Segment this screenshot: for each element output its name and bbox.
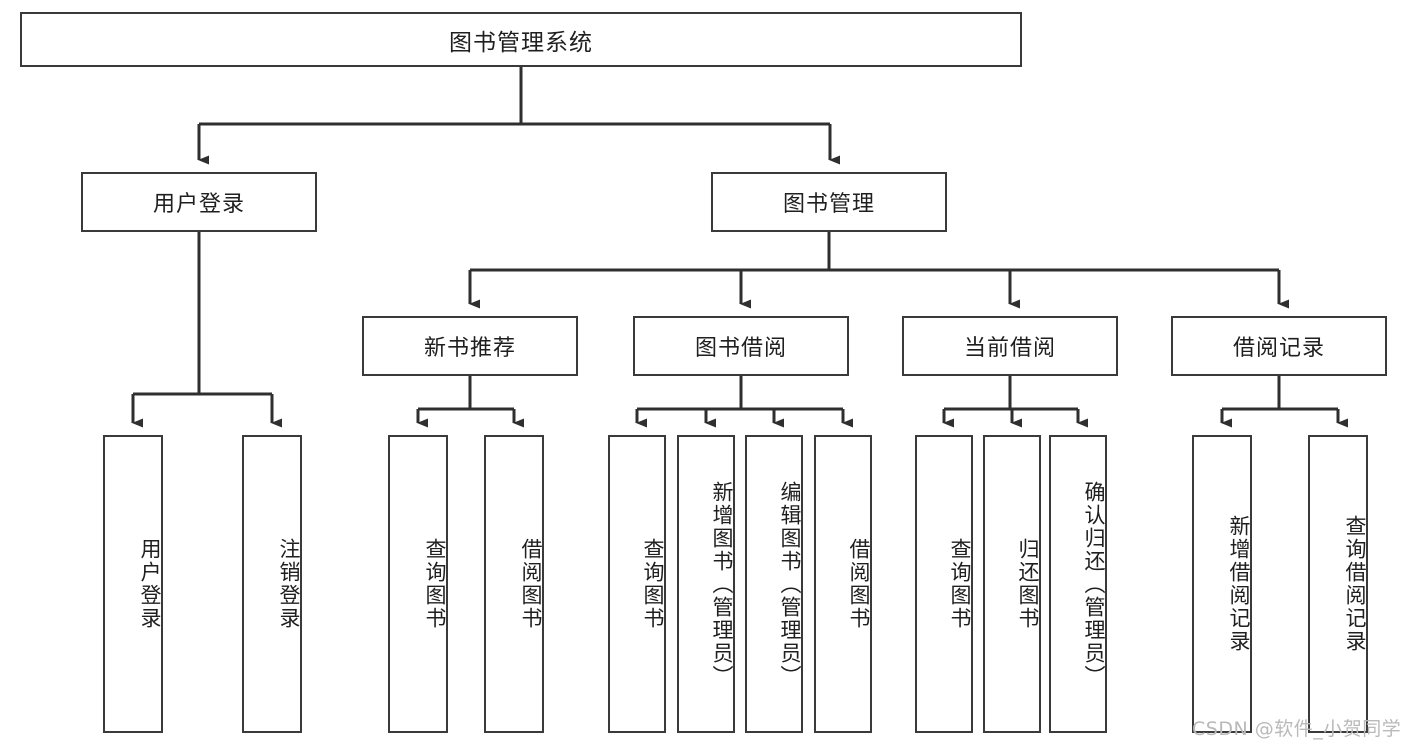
- node-new-book-recommend[interactable]: 新书推荐: [362, 316, 578, 376]
- leaf-user-logout-label: 注销登录: [277, 538, 301, 630]
- leaf-query-book-rec-label: 查询图书: [423, 538, 447, 630]
- node-book-manage-label: 图书管理: [782, 192, 875, 217]
- leaf-edit-book-admin[interactable]: 编辑图书（管理员）: [745, 435, 803, 733]
- node-root-label: 图书管理系统: [449, 29, 593, 56]
- node-root[interactable]: 图书管理系统: [20, 12, 1022, 67]
- node-user-login-label: 用户登录: [152, 192, 245, 217]
- leaf-query-book-rec[interactable]: 查询图书: [388, 435, 448, 733]
- node-book-borrow-label: 图书借阅: [694, 336, 787, 361]
- leaf-return-book[interactable]: 归还图书: [983, 435, 1041, 733]
- node-current-borrow-label: 当前借阅: [963, 336, 1056, 361]
- leaf-add-book-admin-label: 新增图书（管理员）: [710, 480, 734, 688]
- csdn-watermark: CSDN @软件_小贺同学: [1192, 718, 1402, 740]
- leaf-query-book-borrow-label: 查询图书: [641, 538, 665, 630]
- node-book-manage[interactable]: 图书管理: [711, 172, 947, 232]
- node-borrow-record[interactable]: 借阅记录: [1171, 316, 1387, 376]
- leaf-edit-book-admin-label: 编辑图书（管理员）: [778, 480, 802, 688]
- leaf-borrow-book[interactable]: 借阅图书: [814, 435, 872, 733]
- node-user-login[interactable]: 用户登录: [81, 172, 317, 232]
- leaf-user-login[interactable]: 用户登录: [103, 435, 163, 733]
- node-book-borrow[interactable]: 图书借阅: [633, 316, 849, 376]
- leaf-query-book-borrow[interactable]: 查询图书: [608, 435, 666, 733]
- leaf-query-borrow-record-label: 查询借阅记录: [1343, 515, 1367, 653]
- leaf-confirm-return-admin[interactable]: 确认归还（管理员）: [1049, 435, 1107, 733]
- leaf-user-logout[interactable]: 注销登录: [242, 435, 302, 733]
- node-borrow-record-label: 借阅记录: [1232, 336, 1325, 361]
- leaf-query-book-cur-label: 查询图书: [948, 538, 972, 630]
- leaf-query-borrow-record[interactable]: 查询借阅记录: [1308, 435, 1368, 733]
- leaf-borrow-book-rec-label: 借阅图书: [519, 538, 543, 630]
- leaf-add-book-admin[interactable]: 新增图书（管理员）: [677, 435, 735, 733]
- leaf-borrow-book-label: 借阅图书: [847, 538, 871, 630]
- node-new-book-recommend-label: 新书推荐: [423, 336, 516, 361]
- leaf-add-borrow-record[interactable]: 新增借阅记录: [1192, 435, 1252, 733]
- leaf-query-book-cur[interactable]: 查询图书: [915, 435, 973, 733]
- leaf-return-book-label: 归还图书: [1016, 538, 1040, 630]
- leaf-borrow-book-rec[interactable]: 借阅图书: [484, 435, 544, 733]
- leaf-confirm-return-admin-label: 确认归还（管理员）: [1082, 480, 1106, 688]
- leaf-user-login-label: 用户登录: [138, 538, 162, 630]
- node-current-borrow[interactable]: 当前借阅: [902, 316, 1118, 376]
- leaf-add-borrow-record-label: 新增借阅记录: [1227, 515, 1251, 653]
